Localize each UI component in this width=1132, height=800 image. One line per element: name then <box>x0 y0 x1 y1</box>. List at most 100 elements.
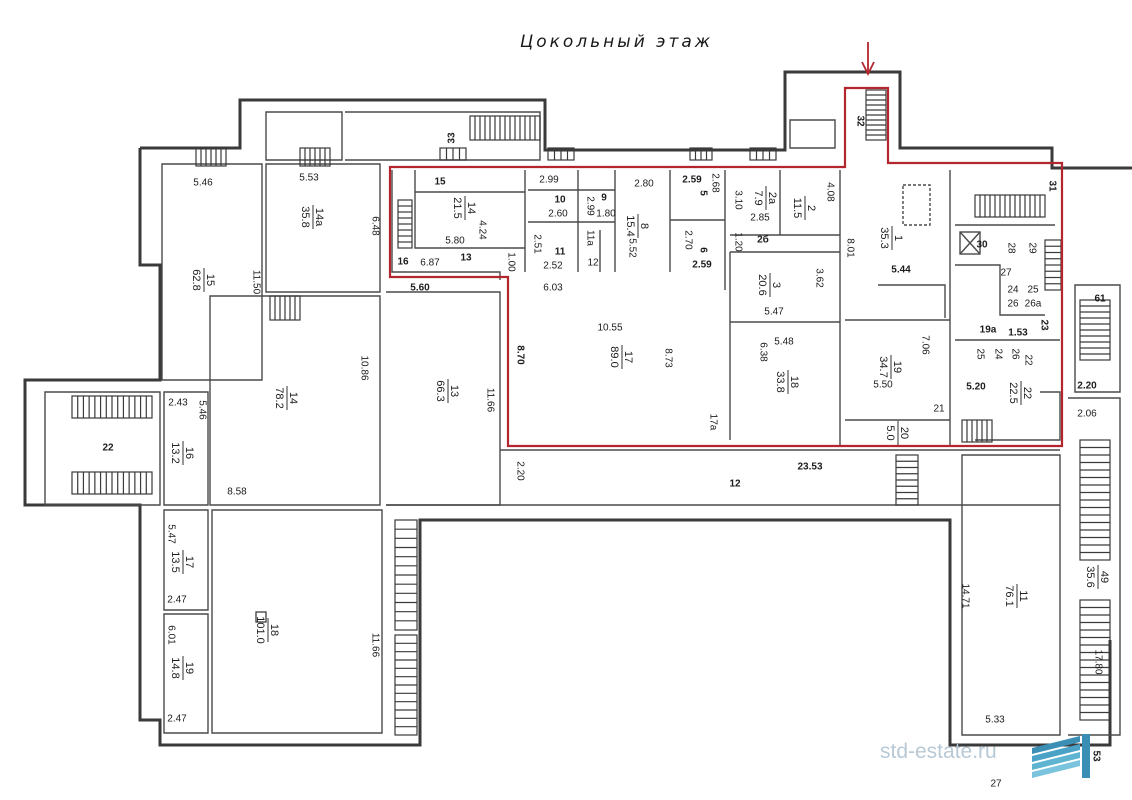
label-l15: 15 <box>434 177 446 188</box>
dimension-d17: 4.24 <box>476 220 487 240</box>
room-number: 22 <box>1021 387 1033 399</box>
room-number: 17 <box>622 351 634 363</box>
dimension-d51: 23.53 <box>797 462 822 473</box>
room-number: 16 <box>183 447 195 459</box>
label-l26: 26 <box>1007 299 1019 310</box>
staircase <box>394 634 418 736</box>
room-number: 18 <box>268 624 280 636</box>
room-area: 21.5 <box>451 197 463 218</box>
room-number: 20 <box>898 427 910 439</box>
dimension-d38: 8.01 <box>844 238 855 258</box>
label-l61: 61 <box>1094 294 1106 305</box>
dimension-d55: 17.80 <box>1092 649 1103 674</box>
dimension-d20: 1.00 <box>505 252 516 272</box>
dimension-d23: 1.80 <box>596 209 616 220</box>
room-number: 18 <box>788 376 800 388</box>
dimension-d10: 8.58 <box>227 487 247 498</box>
dimension-d54: 14.71 <box>959 583 970 608</box>
dimension-d52: 2.20 <box>1077 381 1097 392</box>
staircase <box>195 147 227 167</box>
staircase <box>397 199 413 249</box>
dimension-d36: 4.08 <box>824 182 835 202</box>
label-l27b: 27 <box>990 779 1002 790</box>
room-number: 14 <box>465 202 477 214</box>
label-l2b: 2б <box>757 234 769 246</box>
room-area: 11.5 <box>791 198 803 219</box>
inner-walls <box>391 170 1061 445</box>
dimension-d22: 2.99 <box>584 196 595 216</box>
staircase <box>299 147 331 167</box>
dimension-d2: 5.53 <box>299 173 319 184</box>
dimension-d46: 6.38 <box>757 342 768 362</box>
dimension-d34: 3.10 <box>732 190 743 210</box>
room-r2a: 2a7.9 <box>752 186 778 210</box>
label-l25a: 25 <box>974 348 985 360</box>
label-l32: 32 <box>854 115 865 127</box>
label-l31: 31 <box>1046 180 1057 192</box>
room-area: 34.7 <box>877 356 889 377</box>
room-number: 2 <box>805 205 817 211</box>
room-area: 20.6 <box>756 274 768 295</box>
staircase <box>1079 439 1111 561</box>
dimension-d24: 2.60 <box>548 209 568 220</box>
room-area: 101.0 <box>254 616 266 644</box>
dimension-d40: 3.62 <box>813 268 824 288</box>
dimension-d8: 5.46 <box>196 400 207 420</box>
staircase <box>1079 299 1111 361</box>
label-l23: 23 <box>1038 319 1049 331</box>
room-r1: 135.3 <box>878 226 904 250</box>
label-l5: 5 <box>697 190 708 196</box>
dimension-d4: 11.50 <box>250 270 261 295</box>
room-area: 62.8 <box>190 269 202 290</box>
room-number: 15 <box>204 274 216 286</box>
label-l28: 28 <box>1005 242 1016 254</box>
label-l21: 21 <box>933 404 945 415</box>
staircase <box>974 194 1046 218</box>
staircase <box>394 519 418 631</box>
room-area: 35.3 <box>878 227 890 248</box>
dimension-d18: 5.80 <box>445 236 465 247</box>
staircase <box>71 471 153 495</box>
dimension-d37: 1.20 <box>732 232 743 252</box>
room-area: 5.0 <box>884 425 896 440</box>
room-area: 13.2 <box>169 442 181 463</box>
label-l33: 33 <box>447 132 458 144</box>
dimension-d43: 8.70 <box>514 345 525 365</box>
label-l9: 9 <box>601 193 607 204</box>
dimension-d6: 10.86 <box>358 355 369 380</box>
dimension-d33: 2.59 <box>692 260 712 271</box>
room-number: 19 <box>891 361 903 373</box>
dimension-d47: 7.06 <box>919 335 930 355</box>
room-number: 14 <box>287 392 299 404</box>
room-number: 13 <box>448 385 460 397</box>
label-l10: 10 <box>554 195 566 206</box>
dimension-d35: 2.85 <box>750 213 770 224</box>
building-logo-icon <box>1032 734 1090 778</box>
label-l22: 22 <box>102 443 114 454</box>
dimension-d26: 2.52 <box>543 261 563 272</box>
dimension-d11: 2.20 <box>514 461 525 481</box>
dimension-d16: 2.47 <box>167 714 187 725</box>
label-l22b: 22 <box>1022 354 1033 366</box>
room-number: 19 <box>183 662 195 674</box>
dimension-d56: 5.33 <box>985 715 1005 726</box>
dimension-d27: 6.03 <box>543 283 563 294</box>
room-area: 13.5 <box>169 551 181 572</box>
label-l25: 25 <box>1027 285 1039 296</box>
label-l53: 53 <box>1090 750 1101 762</box>
room-area: 14.8 <box>169 657 181 678</box>
label-l11: 11 <box>555 247 566 258</box>
page-title: Цокольный этаж <box>520 32 714 52</box>
dimension-d5: 5.60 <box>410 283 430 294</box>
dimension-d28: 2.80 <box>634 179 654 190</box>
